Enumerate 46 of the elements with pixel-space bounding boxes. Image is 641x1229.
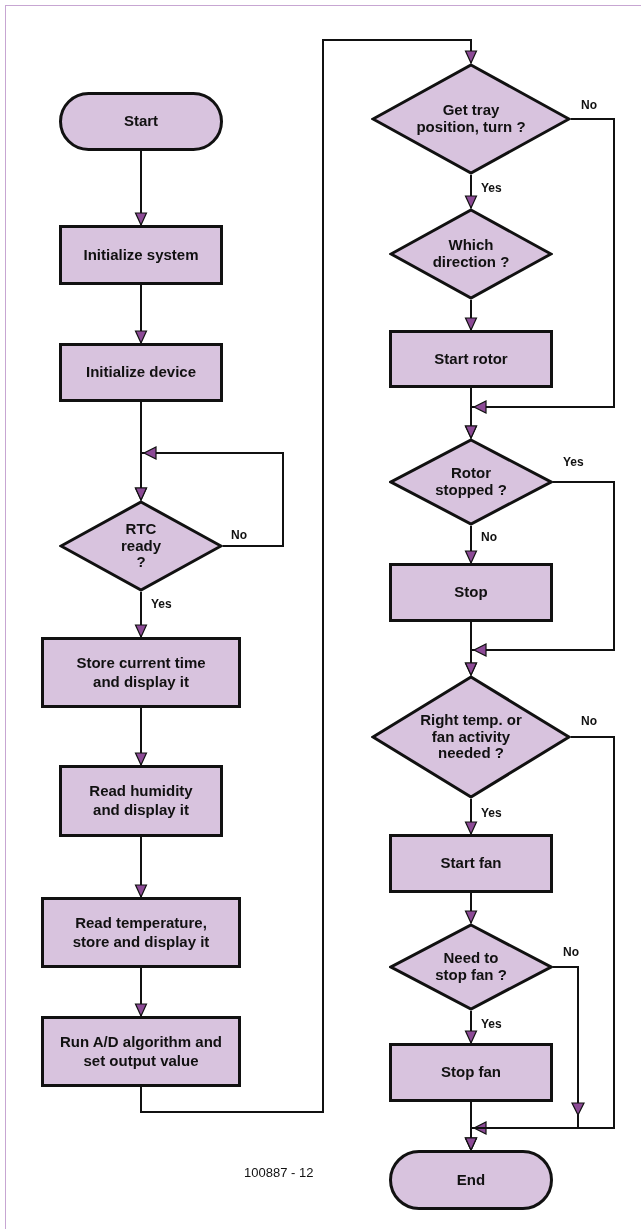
node-label: Initialize system bbox=[82, 245, 200, 265]
node-label: RTC ready ? bbox=[120, 520, 162, 572]
process-box bbox=[59, 343, 223, 402]
node-label: Stop bbox=[453, 583, 489, 602]
node-label: Initialize device bbox=[84, 363, 197, 382]
decision-diamond bbox=[371, 675, 571, 799]
node-label: Need to stop fan ? bbox=[434, 950, 508, 984]
node-label: End bbox=[455, 1170, 487, 1190]
node-label: Store current time and display it bbox=[75, 653, 207, 692]
decision-diamond bbox=[59, 500, 223, 592]
node-label: Rotor stopped ? bbox=[434, 465, 508, 499]
process-box bbox=[59, 225, 223, 285]
edge-label: No bbox=[580, 98, 598, 112]
process-box bbox=[41, 1016, 241, 1087]
edge-label: Yes bbox=[480, 1017, 503, 1031]
decision-diamond bbox=[389, 208, 553, 300]
edge-label: No bbox=[562, 945, 580, 959]
edge-label: Yes bbox=[480, 181, 503, 195]
decision-diamond bbox=[389, 438, 553, 526]
node-label: Which direction ? bbox=[431, 237, 511, 271]
edge-label: No bbox=[580, 714, 598, 728]
node-label: Read humidity and display it bbox=[88, 782, 194, 820]
edge-label: Yes bbox=[150, 597, 173, 611]
edge-label: No bbox=[230, 528, 248, 542]
process-box bbox=[41, 897, 241, 968]
node-label: Stop fan bbox=[440, 1063, 502, 1082]
terminal-shape bbox=[389, 1150, 553, 1210]
process-box bbox=[59, 765, 223, 837]
node-label: Start rotor bbox=[433, 349, 509, 369]
process-box bbox=[389, 834, 553, 893]
node-label: Right temp. or fan activity needed ? bbox=[419, 711, 523, 763]
node-label: Start bbox=[122, 112, 160, 131]
node-label: Get tray position, turn ? bbox=[415, 102, 527, 136]
process-box bbox=[41, 637, 241, 708]
decision-diamond bbox=[371, 63, 571, 175]
edge-label: Yes bbox=[562, 455, 585, 469]
node-label: Read temperature, store and display it bbox=[71, 913, 211, 952]
edge-label: Yes bbox=[480, 806, 503, 820]
edge-label: No bbox=[480, 530, 498, 544]
process-box bbox=[389, 563, 553, 622]
process-box bbox=[389, 1043, 553, 1102]
figure-number: 100887 - 12 bbox=[244, 1165, 314, 1180]
decision-diamond bbox=[389, 923, 553, 1011]
node-label: Start fan bbox=[439, 854, 503, 873]
node-label: Run A/D algorithm and set output value bbox=[59, 1032, 223, 1071]
process-box bbox=[389, 330, 553, 388]
